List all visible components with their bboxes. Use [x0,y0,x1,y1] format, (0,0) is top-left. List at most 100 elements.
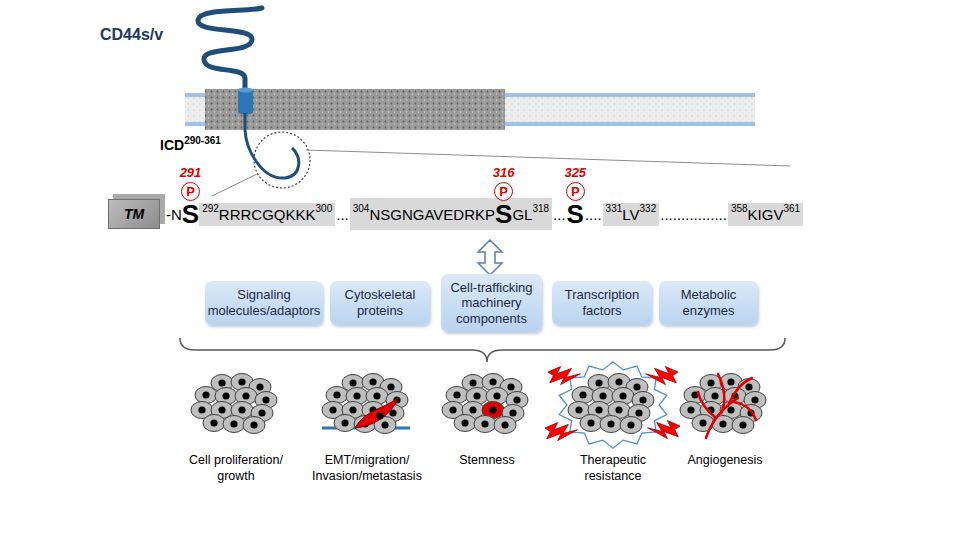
tm-label: TM [124,206,144,222]
nucleus [639,396,646,403]
nucleus [210,419,217,426]
zoom-line [306,150,790,166]
nucleus [711,392,718,399]
residue-number: 292 [202,203,219,214]
protein-label: CD44s/v [100,26,163,44]
nucleus [739,421,746,428]
nucleus [687,406,694,413]
nucleus [218,379,225,386]
nucleus [242,392,249,399]
category-text: Transcription factors [557,287,647,318]
nucleus [449,406,456,413]
cell [334,415,356,432]
nucleus [579,391,586,398]
nucleus [513,396,520,403]
nucleus [198,406,205,413]
nucleus [262,396,269,403]
nucleus [615,378,622,385]
nucleus [353,392,360,399]
outcome-caption: Angiogenesis [675,452,775,468]
phospho-circle: P [494,182,513,201]
sequence-segment: 304NSGNGAVEDRKPSGL318 [350,198,552,230]
nucleus [381,421,388,428]
nucleus [635,409,642,416]
outcome-caption: Therapeutic resistance [563,452,663,485]
phospho-circle: P [181,182,200,201]
category-text: Signaling molecules/adaptors [208,287,321,318]
cell [494,417,516,434]
sequence-text: NSGNGAVEDRKP [369,206,495,223]
nucleus [341,419,348,426]
sequence-text: .... [584,206,603,223]
nucleus [699,419,706,426]
category-box: Transcription factors [552,281,652,324]
cell [684,387,706,404]
cd44-ectodomain [198,8,262,90]
residue-number: 304 [353,203,370,214]
nucleus [333,391,340,398]
nucleus [481,420,488,427]
nucleus [719,420,726,427]
nucleus [619,392,626,399]
category-box: Cell-trafficking machinery components [441,274,542,333]
sequence-text: GL [512,206,532,223]
nucleus [727,378,734,385]
cell [203,415,225,432]
cell [223,416,245,433]
nucleus [627,421,634,428]
nucleus [707,379,714,386]
sequence-text: RRRCGQKKK [219,206,316,223]
double-arrow [478,240,502,275]
domain-label: ICD290-361 [160,136,221,154]
domain-name: ICD [160,137,184,153]
sequence-text: -N [166,206,182,223]
cytoplasmic-tail [245,113,299,178]
phospho-circle: P [566,182,585,201]
nucleus [633,383,640,390]
nucleus [575,406,582,413]
residue-number: 361 [783,203,800,214]
category-box: Signaling molecules/adaptors [205,281,323,324]
cell [580,415,602,432]
lightning-bolt [648,421,680,439]
migrating-cell [355,398,398,428]
sequence-text: ... [552,206,567,223]
sequence-text: ................ [659,206,728,223]
residue-number: 331 [606,203,623,214]
cell [326,387,348,404]
cell [243,417,265,434]
nucleus [501,421,508,428]
cell [600,416,622,433]
sequence-text: LV [622,206,639,223]
nucleus [329,406,336,413]
phospho-serine: S [495,201,512,227]
category-text: Cell-trafficking machinery components [446,280,537,327]
transmembrane-block: TM [108,199,160,229]
curly-brace [180,338,785,362]
nucleus [377,413,384,420]
nucleus [615,406,622,413]
phospho-serine: S [182,201,199,227]
membrane [185,89,755,130]
sequence-row: TM-NS292RRRCGQKKK300...304NSGNGAVEDRKPSG… [108,198,803,230]
nucleus [473,392,480,399]
residue-number: 325 [564,165,586,180]
cell [620,417,642,434]
residue-number: 300 [316,203,333,214]
residue-number: 358 [731,203,748,214]
category-text: Metabolic enzymes [664,287,753,318]
nucleus [493,392,500,399]
outcome-caption: EMT/migration/ Invasion/metastasis [301,452,433,485]
cell [195,387,217,404]
nucleus [599,392,606,399]
lightning-bolt [646,367,678,385]
nucleus [349,406,356,413]
category-box: Metabolic enzymes [659,281,758,324]
nucleus [222,392,229,399]
nucleus [587,419,594,426]
nucleus [369,378,376,385]
phospho-serine: S [567,201,584,227]
nucleus [349,379,356,386]
cell [572,387,594,404]
